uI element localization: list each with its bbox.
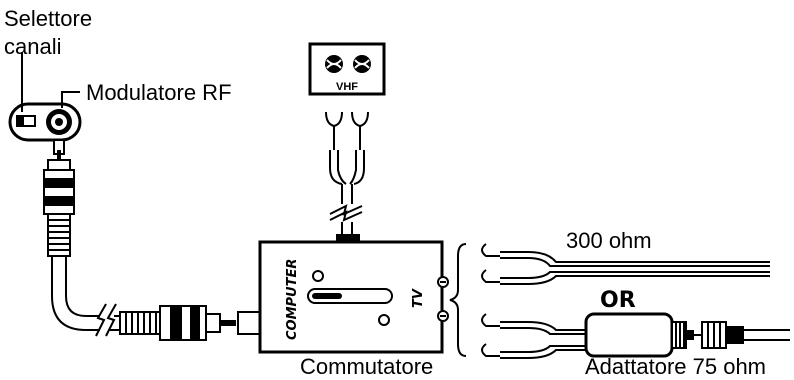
switch-computer-label: COMPUTER bbox=[285, 259, 300, 340]
switch-tv-label: TV bbox=[411, 288, 426, 308]
vhf-twin-lead bbox=[325, 111, 369, 236]
rca-cable-top bbox=[43, 139, 120, 337]
switch-slider-track bbox=[307, 288, 393, 304]
ohm75-adapter-lead bbox=[481, 313, 586, 359]
bracket bbox=[449, 243, 467, 357]
vhf-label: VHF bbox=[336, 81, 358, 93]
or-label: OR bbox=[600, 288, 636, 313]
channel-selector-label-line2: canali bbox=[4, 34, 62, 59]
vhf-terminal-block: VHF bbox=[308, 42, 386, 96]
switch-box: COMPUTER TV bbox=[258, 240, 449, 354]
adapter-75-ohm bbox=[584, 312, 790, 358]
vhf-screw-left bbox=[325, 55, 343, 73]
switch-box-label: Commutatore bbox=[300, 354, 434, 379]
vhf-screw-right bbox=[353, 55, 371, 73]
vhf-cable-entry bbox=[336, 234, 360, 242]
rf-modulator-label: Modulatore RF bbox=[86, 80, 232, 105]
rca-plug-bottom bbox=[119, 305, 261, 341]
switch-hole-bottom bbox=[378, 314, 390, 326]
rf-modulator bbox=[8, 52, 82, 142]
ohm300-label: 300 ohm bbox=[566, 228, 652, 253]
switch-hole-top bbox=[312, 270, 324, 282]
ohm300-twin-lead bbox=[481, 243, 770, 285]
modulator-leader-line bbox=[61, 91, 80, 108]
switch-slider-knob bbox=[312, 293, 342, 299]
adapter-label: Adattatore 75 ohm bbox=[585, 354, 767, 379]
channel-selector-label-line1: Selettore bbox=[4, 6, 93, 31]
